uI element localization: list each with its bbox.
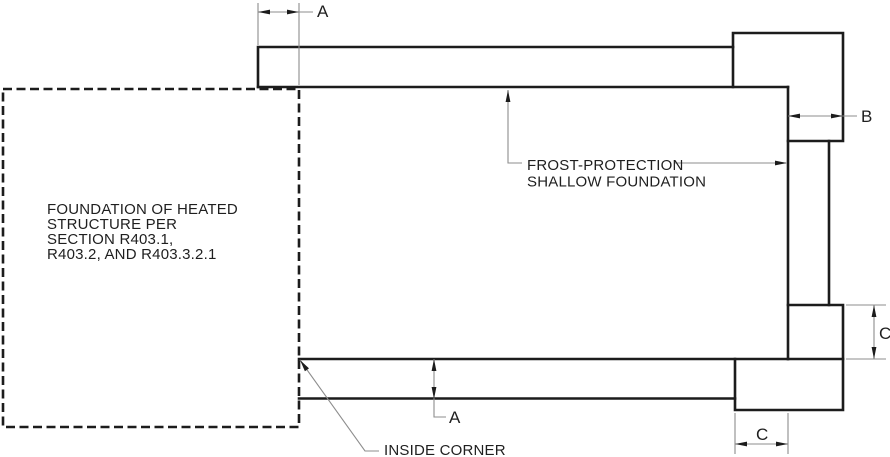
heated-foundation-label-line3: SECTION R403.1,: [47, 231, 173, 248]
heated-foundation-label-line1: FOUNDATION OF HEATED: [47, 201, 238, 218]
dim-label-a-bottom: A: [449, 408, 461, 427]
arrowhead: [287, 9, 299, 15]
fpsf-outline-group: [256, 31, 845, 412]
corner-box-top-right: [731, 31, 845, 143]
arrowhead: [775, 160, 787, 166]
arrowhead: [831, 113, 843, 119]
arrowheads-group: [258, 9, 877, 447]
arrowhead: [735, 441, 747, 447]
arrowhead: [776, 441, 788, 447]
heated-foundation-label-line2: STRUCTURE PER: [47, 216, 177, 233]
dim-label-c-bottom: C: [756, 425, 768, 444]
arrowhead: [505, 90, 511, 102]
dim-line-a-bottom: [433, 359, 446, 418]
dimension-lines-group: [257, 3, 886, 454]
top-insulation-strip: [256, 45, 735, 89]
corner-box-bottom-right: [733, 303, 845, 412]
arrowhead: [431, 387, 437, 399]
heated-structure-rect: [1, 87, 301, 429]
arrowhead: [300, 360, 309, 372]
inside-corner-label: INSIDE CORNER: [384, 442, 506, 457]
arrowhead: [258, 9, 270, 15]
dim-label-a-top: A: [317, 2, 329, 21]
fpsf-label-line1: FROST-PROTECTION: [527, 157, 684, 174]
dim-label-c-right: C: [879, 324, 890, 343]
leader-fpsf-left: [507, 90, 522, 164]
heated-structure-outline-group: [1, 87, 301, 429]
heated-foundation-label-line4: R403.2, AND R403.3.2.1: [47, 246, 217, 263]
arrowhead: [871, 347, 877, 359]
leader-inside-corner: [299, 359, 379, 452]
dim-label-b: B: [861, 107, 873, 126]
labels-group: A B C C A FROST-PROTECTION SHALLOW FOUND…: [47, 2, 890, 457]
arrowhead: [871, 305, 877, 317]
arrowhead: [431, 359, 437, 371]
fpsf-label-line2: SHALLOW FOUNDATION: [527, 174, 706, 191]
arrowhead: [788, 113, 800, 119]
